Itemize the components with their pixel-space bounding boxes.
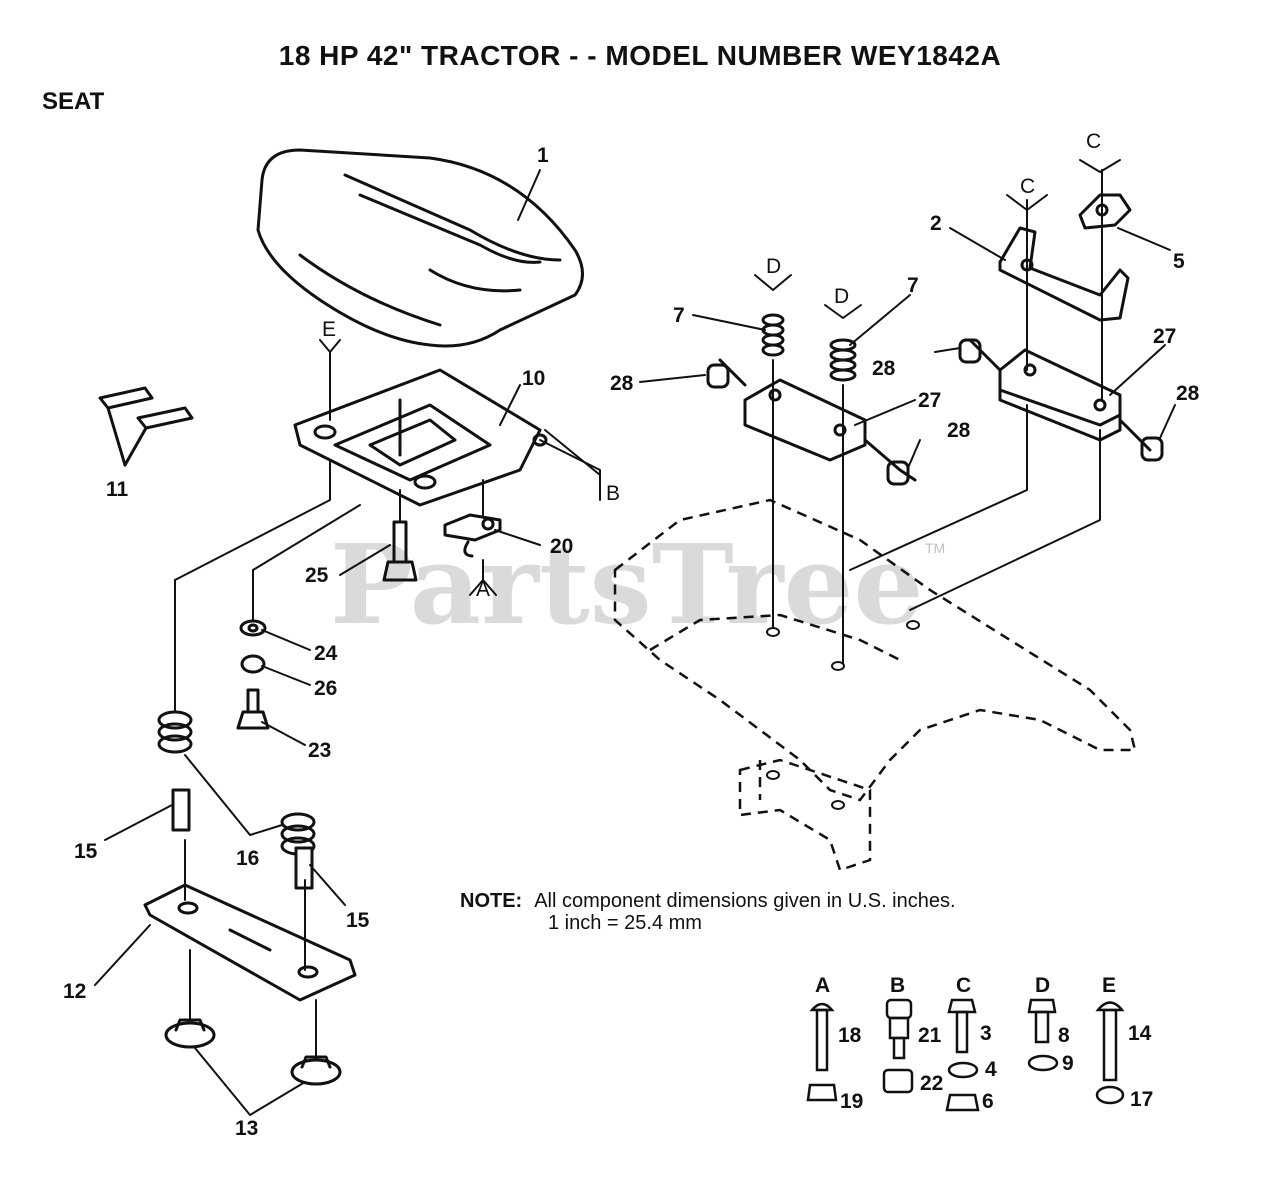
- hardware-part-4: 4: [985, 1058, 997, 1081]
- hardware-part-9: 9: [1062, 1052, 1074, 1075]
- seat-bumper-pads: [98, 386, 194, 467]
- hardware-key-labels: A 18 19 B 21 22 C 3 4 6 D 8 9 E 14 17: [815, 974, 1153, 1113]
- callout-11: 11: [106, 478, 129, 501]
- callout-15: 15: [346, 909, 370, 932]
- bushing-left: [164, 1018, 216, 1049]
- hardware-part-22: 22: [920, 1072, 943, 1095]
- seat-clip: [1078, 193, 1132, 230]
- hardware-key: [806, 998, 1125, 1112]
- callout-12: 12: [63, 980, 86, 1003]
- callout-15: 15: [74, 840, 98, 863]
- callout-24: 24: [314, 642, 338, 665]
- hardware-letter-b: B: [890, 974, 905, 997]
- hardware-part-6: 6: [982, 1090, 994, 1113]
- ref-letter-c: C: [1020, 175, 1035, 198]
- seat-pan: [293, 368, 548, 507]
- watermark: PartsTree: [330, 520, 924, 649]
- hardware-letter-e: E: [1102, 974, 1116, 997]
- note-line-1: All component dimensions given in U.S. i…: [534, 890, 956, 912]
- fastener-stack: [236, 619, 270, 730]
- spacer-left: [171, 788, 191, 832]
- bushing-right: [290, 1055, 342, 1086]
- bumper: [1140, 436, 1164, 462]
- callout-28: 28: [872, 357, 896, 380]
- callout-5: 5: [1173, 250, 1185, 273]
- bumper: [886, 460, 910, 486]
- callout-7: 7: [907, 274, 919, 297]
- seat-hinge-bracket: [143, 883, 357, 1002]
- spring-7-right: [829, 338, 857, 382]
- ref-letter-e: E: [322, 318, 336, 341]
- callout-28: 28: [610, 372, 634, 395]
- callout-28: 28: [947, 419, 971, 442]
- hardware-part-18: 18: [838, 1024, 862, 1047]
- page-title: 18 HP 42" TRACTOR - - MODEL NUMBER WEY18…: [278, 40, 1002, 71]
- seat-cushion: [256, 148, 584, 348]
- callout-1: 1: [537, 144, 549, 167]
- seat-slide-rail-right: [968, 338, 1152, 452]
- callout-27: 27: [1153, 325, 1176, 348]
- hardware-part-19: 19: [840, 1090, 863, 1113]
- callout-25: 25: [305, 564, 329, 587]
- callout-10: 10: [522, 367, 545, 390]
- spring-left: [157, 710, 193, 754]
- clip-bracket: [443, 513, 502, 558]
- callout-26: 26: [314, 677, 337, 700]
- ref-letter-b: B: [606, 482, 620, 505]
- shoulder-bolt: [382, 520, 418, 582]
- callout-13: 13: [235, 1117, 258, 1140]
- trademark: TM: [925, 540, 946, 556]
- note-label: NOTE:: [460, 890, 523, 912]
- callout-7: 7: [673, 304, 685, 327]
- hardware-part-21: 21: [918, 1024, 942, 1047]
- tractor-frame-outline: [613, 498, 1137, 872]
- callout-27: 27: [918, 389, 941, 412]
- hardware-letter-c: C: [956, 974, 971, 997]
- ref-letter-c: C: [1086, 130, 1101, 153]
- hardware-part-17: 17: [1130, 1088, 1153, 1111]
- ref-letter-d: D: [766, 255, 781, 278]
- bumper: [958, 338, 982, 364]
- hardware-part-8: 8: [1058, 1024, 1070, 1047]
- callout-23: 23: [308, 739, 331, 762]
- bumper: [706, 363, 730, 389]
- seat-bracket: [998, 226, 1130, 322]
- note-line-2: 1 inch = 25.4 mm: [548, 912, 702, 934]
- callout-2: 2: [930, 212, 942, 235]
- callout-labels: 1 2 5 7 7 10 11 12 13 15 15 16 20 23 24 …: [63, 130, 1200, 1140]
- ref-letter-d: D: [834, 285, 849, 308]
- callout-16: 16: [236, 847, 259, 870]
- hardware-part-3: 3: [980, 1022, 992, 1045]
- callout-28: 28: [1176, 382, 1200, 405]
- dimension-note: NOTE: All component dimensions given in U…: [460, 890, 956, 934]
- hardware-letter-a: A: [815, 974, 830, 997]
- ref-letter-a: A: [476, 578, 490, 601]
- hardware-letter-d: D: [1035, 974, 1050, 997]
- spring-7-left: [761, 313, 785, 357]
- hardware-part-14: 14: [1128, 1022, 1152, 1045]
- section-title: SEAT: [42, 88, 105, 115]
- callout-20: 20: [550, 535, 573, 558]
